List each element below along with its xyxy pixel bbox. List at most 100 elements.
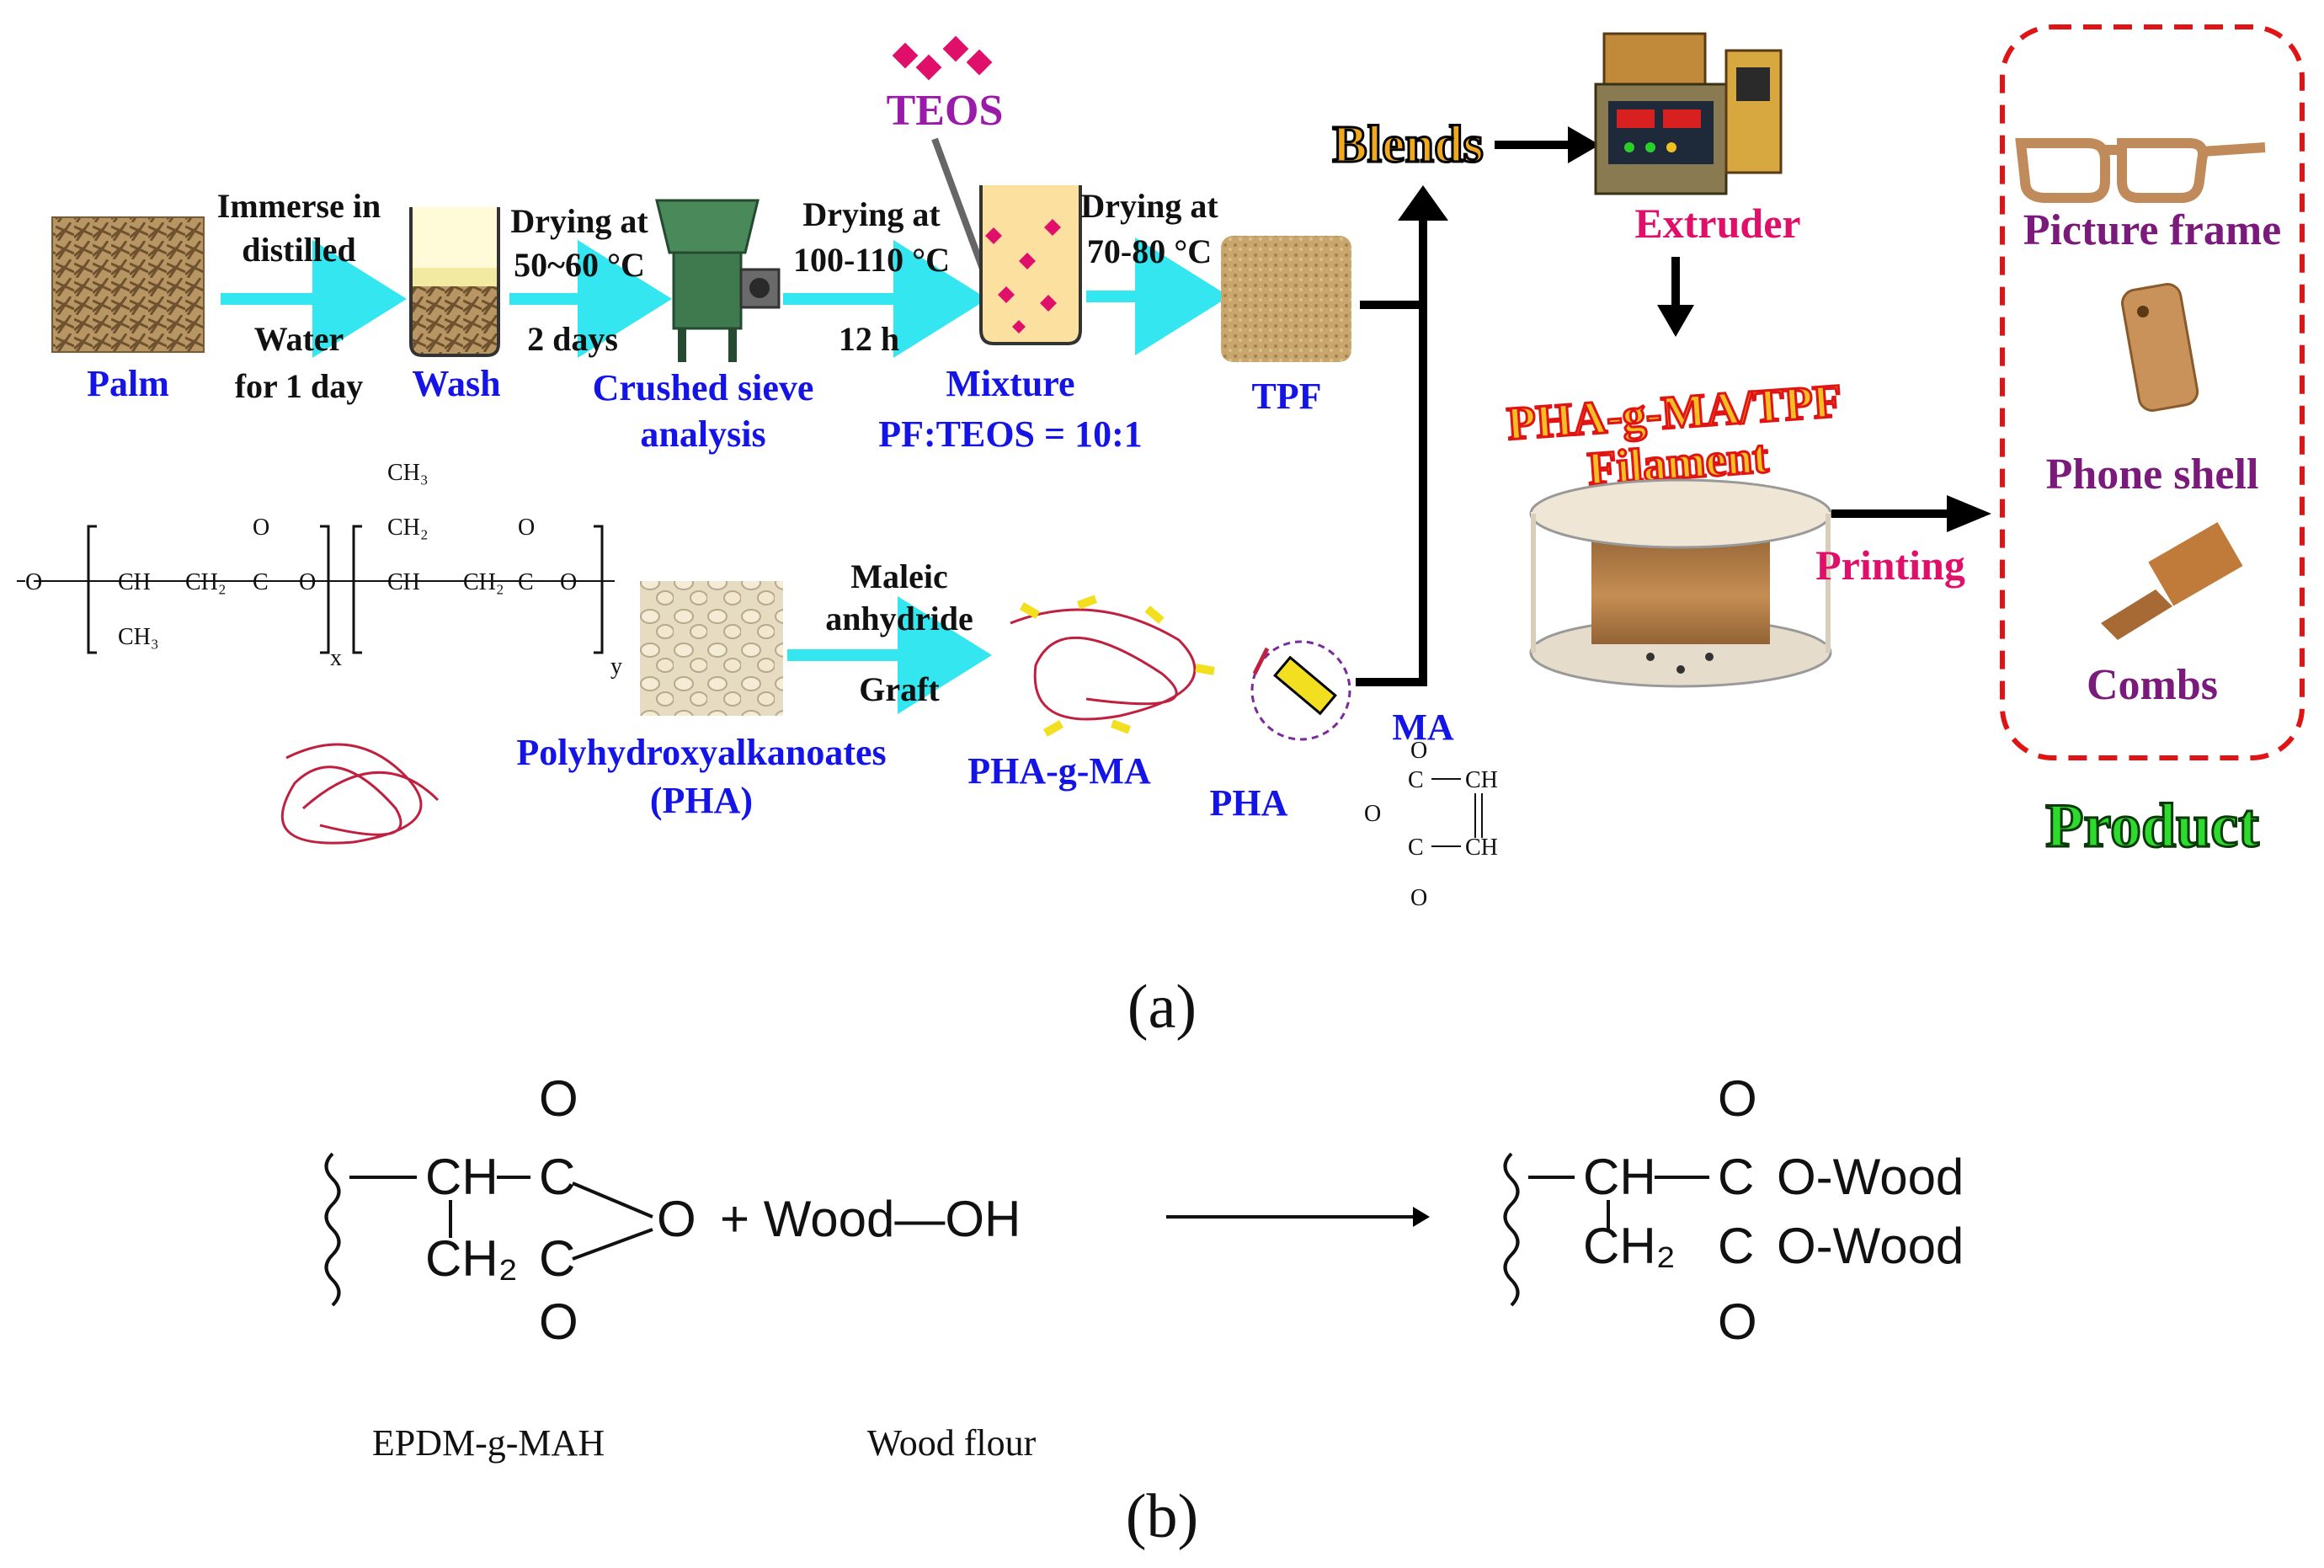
teos-molecule-icon <box>892 35 993 81</box>
svg-text:CH₂: CH₂ <box>185 569 227 595</box>
svg-text:C: C <box>1718 1218 1754 1274</box>
graft-label-top2: anhydride <box>825 600 973 637</box>
panel-b-caption: (b) <box>1126 1482 1198 1551</box>
step2-label-top2: 50~60 °C <box>514 246 645 284</box>
svg-text:C: C <box>1408 835 1424 861</box>
pha-pellets-image <box>640 581 783 716</box>
ma-structure: O C CH O C CH O <box>1364 738 1498 911</box>
step1-label-bottom2: for 1 day <box>235 367 364 405</box>
product-item-1: Phone shell <box>2046 451 2259 499</box>
step4-label-top2: 70-80 °C <box>1087 232 1212 270</box>
phone-shell-icon <box>2121 283 2199 412</box>
crusher-icon <box>655 199 781 362</box>
step1-label-top2: distilled <box>242 231 356 269</box>
step4-label-top1: Drying at <box>1080 187 1218 225</box>
wood-flour-label: Wood flour <box>867 1422 1037 1464</box>
product-item-0: Picture frame <box>2023 206 2282 254</box>
panel-b-product: CH C O O-Wood CH₂ C O-Wood O <box>1503 1070 1964 1350</box>
step1-label-bottom1: Water <box>254 320 344 358</box>
extruder-label: Extruder <box>1634 200 1800 247</box>
svg-text:CH: CH <box>1583 1149 1656 1205</box>
step3-label-bottom: 12 h <box>839 320 899 358</box>
pha-coil-icon <box>280 743 440 845</box>
svg-text:C: C <box>518 569 534 595</box>
mixture-beaker-icon <box>931 137 1082 345</box>
crushed-label-1: Crushed sieve <box>593 367 814 408</box>
svg-text:O: O <box>539 1293 578 1350</box>
wash-label: Wash <box>412 363 500 404</box>
wood-oh-label: + Wood—OH <box>720 1191 1021 1247</box>
teos-label: TEOS <box>887 87 1004 135</box>
product-title: Product <box>2045 792 2259 861</box>
step2-label-bottom: 2 days <box>527 320 618 358</box>
product-box <box>2000 24 2305 760</box>
svg-text:O: O <box>1718 1293 1757 1350</box>
ratio-label: PF:TEOS = 10:1 <box>878 413 1143 455</box>
svg-text:y: y <box>610 653 622 680</box>
filament-label: PHA-g-MA/TPF Filament <box>1504 374 1844 497</box>
pha-name-label: Polyhydroxyalkanoates <box>516 732 886 773</box>
svg-text:O-Wood: O-Wood <box>1777 1149 1964 1205</box>
svg-text:C: C <box>253 569 269 595</box>
svg-text:CH: CH <box>425 1149 498 1205</box>
blends-label: Blends <box>1332 116 1483 173</box>
svg-text:CH₂: CH₂ <box>425 1230 518 1287</box>
epdm-label: EPDM-g-MAH <box>372 1422 605 1464</box>
crushed-label-2: analysis <box>640 413 765 455</box>
panel-a-caption: (a) <box>1127 973 1197 1042</box>
svg-text:O: O <box>657 1191 696 1247</box>
pha-formula: O CH CH₂ C O O CH₃ x CH₃ CH₂ CH CH₂ C O … <box>17 460 622 680</box>
step3-label-top2: 100-110 °C <box>793 241 950 279</box>
pha-abbr-label: (PHA) <box>650 780 753 821</box>
palm-image <box>51 216 205 353</box>
svg-text:O: O <box>25 569 42 595</box>
svg-text:O: O <box>539 1070 578 1127</box>
graft-label-top1: Maleic <box>850 557 948 595</box>
svg-text:CH₂: CH₂ <box>387 515 429 541</box>
svg-text:CH: CH <box>1465 835 1498 861</box>
tpf-label: TPF <box>1251 376 1321 417</box>
palm-label: Palm <box>87 363 169 404</box>
svg-text:C: C <box>539 1230 575 1287</box>
svg-text:C: C <box>539 1149 575 1205</box>
svg-text:O: O <box>560 569 577 595</box>
pha-g-ma-tangle-icon <box>1010 595 1215 737</box>
svg-text:C: C <box>1408 767 1424 793</box>
svg-text:O: O <box>1410 885 1427 911</box>
mixture-label: Mixture <box>946 363 1074 404</box>
pha-g-ma-label: PHA-g-MA <box>967 750 1151 792</box>
svg-text:CH₂: CH₂ <box>1583 1218 1676 1274</box>
svg-text:CH: CH <box>1465 767 1498 793</box>
svg-text:O: O <box>253 515 269 541</box>
svg-text:CH₃: CH₃ <box>118 624 159 650</box>
step1-label-top1: Immerse in <box>217 187 381 225</box>
graft-label-bottom: Graft <box>859 670 940 708</box>
svg-text:x: x <box>330 645 342 671</box>
product-item-2: Combs <box>2087 661 2218 709</box>
svg-text:O: O <box>1364 801 1381 827</box>
printing-label: Printing <box>1815 541 1965 589</box>
svg-text:CH₃: CH₃ <box>387 460 429 486</box>
ma-label: MA <box>1392 707 1454 748</box>
svg-text:CH: CH <box>387 569 420 595</box>
svg-text:O: O <box>518 515 535 541</box>
svg-text:O: O <box>1718 1070 1757 1127</box>
svg-text:C: C <box>1718 1149 1754 1205</box>
step2-label-top1: Drying at <box>510 202 648 240</box>
tpf-image <box>1221 236 1351 362</box>
step3-label-top1: Drying at <box>802 195 941 233</box>
magnify-circle-icon <box>1250 640 1351 741</box>
pha-inset-label: PHA <box>1210 782 1288 824</box>
panel-b-reactant: CH C O CH₂ C O O <box>324 1070 696 1350</box>
svg-text:CH: CH <box>118 569 151 595</box>
svg-text:O: O <box>1410 738 1427 764</box>
glasses-icon <box>2015 138 2266 203</box>
filament-spool-icon <box>1529 478 1832 688</box>
extruder-machine-icon <box>1594 32 1783 195</box>
svg-text:O: O <box>299 569 316 595</box>
comb-icon <box>2101 522 2243 640</box>
svg-text:CH₂: CH₂ <box>463 569 504 595</box>
wash-beaker-icon <box>409 207 500 357</box>
